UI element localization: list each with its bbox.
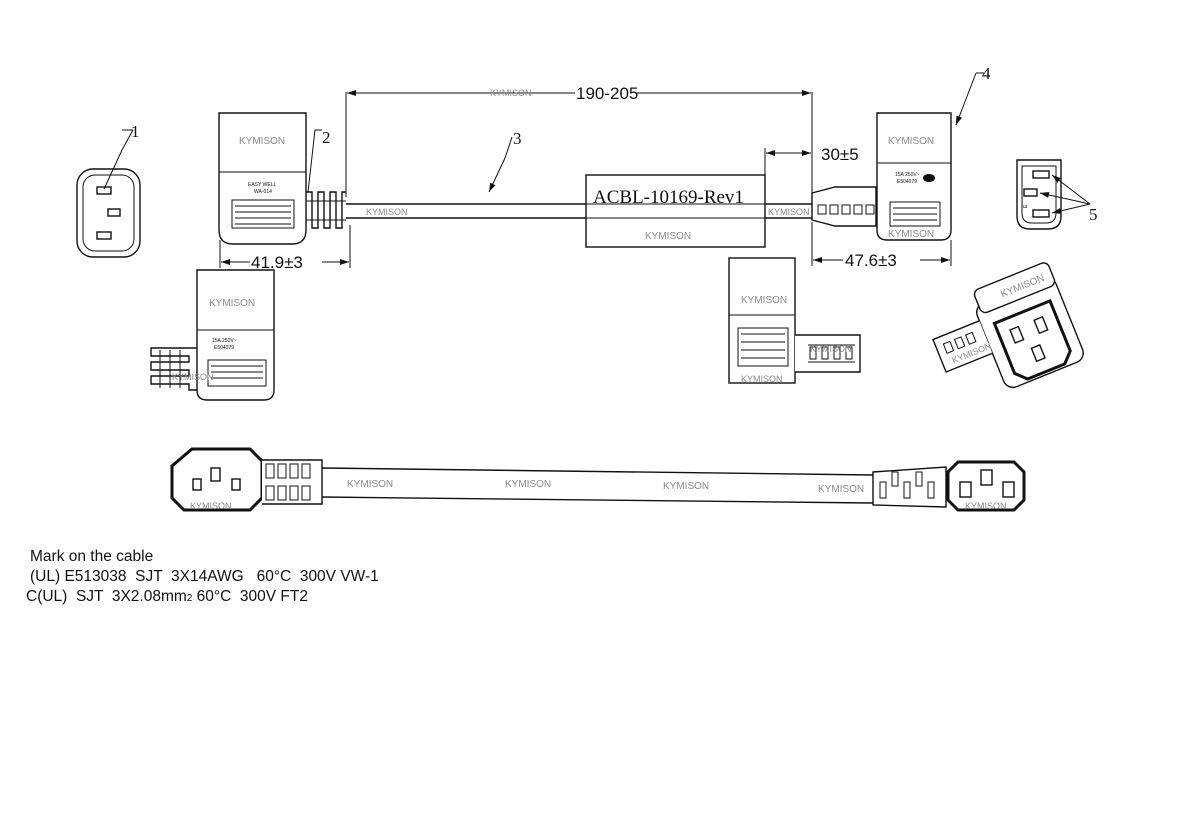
svg-text:WA-014: WA-014 — [254, 189, 272, 195]
callout-2: 2 — [322, 128, 331, 147]
cable-top: KYMISON KYMISON — [346, 136, 812, 219]
leader-line-2 — [307, 129, 322, 193]
svg-text:KYMISON: KYMISON — [888, 136, 934, 147]
dimension-right-plug — [811, 222, 952, 266]
callout-1: 1 — [131, 122, 140, 141]
svg-text:KYMISON: KYMISON — [190, 501, 232, 511]
svg-text:KYMISON: KYMISON — [505, 479, 551, 490]
leader-line-3 — [488, 157, 506, 193]
label-sleeve: ACBL-10169-Rev1 KYMISON — [585, 174, 766, 248]
svg-text:E: E — [1023, 204, 1029, 208]
dim-strain-relief: 30±5 — [821, 145, 859, 164]
left-connector-side: 15A 250V~ E504079 KYMISON KYMISON — [150, 269, 275, 401]
socket-front-view-5: E — [1016, 159, 1091, 230]
svg-text:KYMISON: KYMISON — [818, 484, 864, 495]
callout-4: 4 — [982, 64, 991, 83]
socket-front-view-1 — [76, 129, 141, 258]
marking-ul-line: (UL) E513038 SJT 3X14AWG 60°C 300V VW-1 — [30, 568, 379, 585]
sleeve-part-number: ACBL-10169-Rev1 — [593, 187, 744, 208]
svg-text:KYMISON: KYMISON — [741, 295, 787, 306]
marking-cul-sup: 2 — [186, 593, 193, 604]
svg-text:KYMISON: KYMISON — [965, 501, 1007, 511]
svg-text:E504079: E504079 — [897, 179, 917, 185]
dimension-strain-relief — [764, 148, 811, 176]
leader-line-4 — [955, 72, 977, 126]
svg-text:15A 250V~: 15A 250V~ — [895, 172, 920, 178]
marking-cul-line: C(UL) SJT 3X2.08mm2 60°C 300V FT2 — [26, 587, 379, 609]
dim-cable-length: 190-205 — [576, 84, 638, 103]
svg-text:15A 250V~: 15A 250V~ — [212, 338, 237, 344]
callout-5: 5 — [1089, 205, 1098, 224]
svg-text:KYMISON: KYMISON — [347, 479, 393, 490]
svg-text:EASY WELL: EASY WELL — [248, 182, 276, 188]
connector-isometric: KYMISON KYMISON — [932, 262, 1084, 389]
svg-text:KYMISON: KYMISON — [172, 372, 214, 382]
cable-marking-notes: Mark on the cable (UL) E513038 SJT 3X14A… — [26, 547, 379, 609]
dimension-cable-length: KYMISON — [345, 88, 813, 197]
svg-text:KYMISON: KYMISON — [663, 481, 709, 492]
right-connector-side: KYMISON KYMISON KYMISON — [728, 257, 861, 384]
marking-title: Mark on the cable — [30, 548, 154, 565]
svg-text:KYMISON: KYMISON — [490, 88, 532, 98]
svg-text:KYMISON: KYMISON — [239, 136, 285, 147]
cable-overview: KYMISON KYMISON KYMISON KYMISON KYMISON … — [170, 447, 1026, 512]
svg-text:KYMISON: KYMISON — [888, 229, 934, 240]
leader-line-1 — [103, 149, 123, 190]
marking-cul-suffix: 60°C 300V FT2 — [192, 588, 308, 605]
svg-text:KYMISON: KYMISON — [768, 207, 810, 217]
left-connector-top: KYMISON EASY WELL WA-014 — [218, 112, 346, 245]
marking-cul-prefix: C(UL) SJT 3X2.08mm — [26, 588, 187, 605]
right-connector-top: KYMISON KYMISON 15A 250V~ E504079 — [811, 72, 984, 241]
dim-right-plug: 47.6±3 — [845, 251, 897, 270]
svg-text:E504079: E504079 — [214, 345, 234, 351]
svg-text:KYMISON: KYMISON — [366, 207, 408, 217]
svg-text:KYMISON: KYMISON — [741, 374, 783, 384]
dimension-left-plug — [219, 225, 351, 268]
callout-3: 3 — [513, 129, 522, 148]
svg-text:KYMISON: KYMISON — [810, 344, 852, 354]
dim-left-plug: 41.9±3 — [251, 253, 303, 272]
svg-text:KYMISON: KYMISON — [645, 231, 691, 242]
svg-text:KYMISON: KYMISON — [209, 298, 255, 309]
